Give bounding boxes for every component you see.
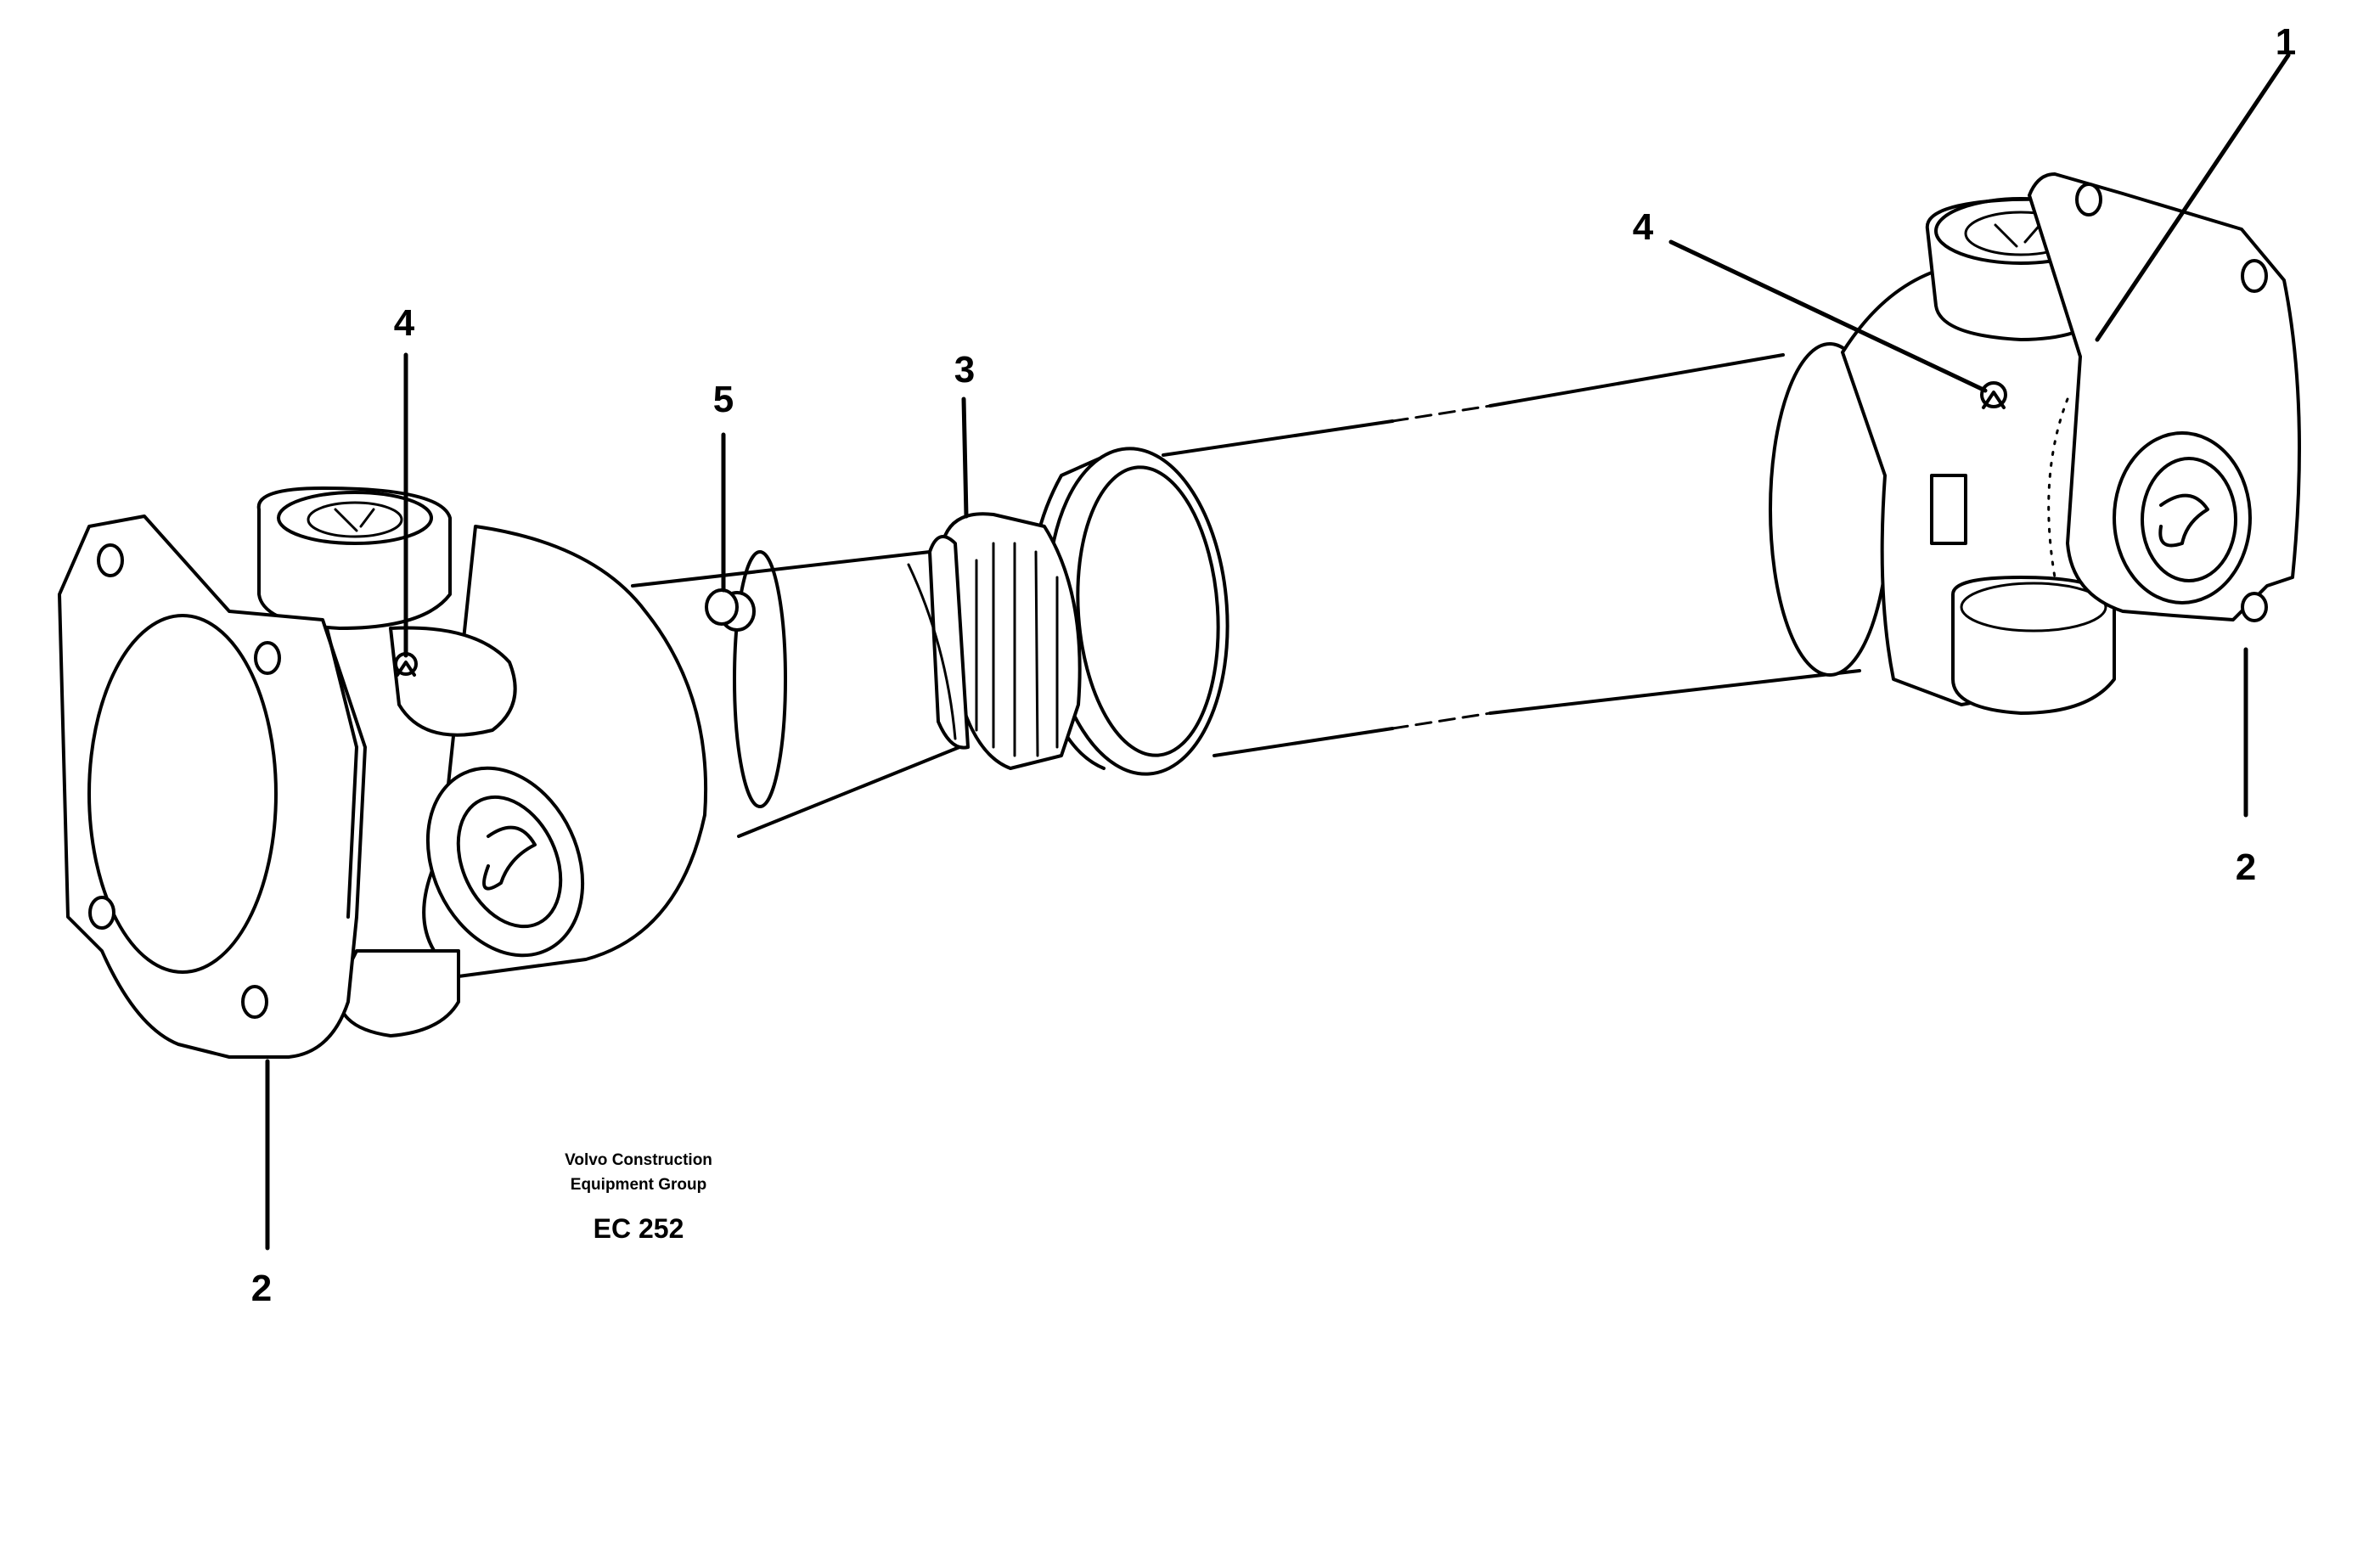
callout-4-left: 4 [394, 302, 415, 344]
company-line2: Equipment Group [571, 1176, 706, 1194]
leader-4-right [1668, 239, 1988, 393]
company-line1: Volvo Construction [565, 1151, 712, 1169]
main-tube [1162, 353, 1861, 757]
drawing-code: EC 252 [594, 1213, 684, 1244]
callout-3: 3 [954, 349, 975, 391]
leader-lines [265, 53, 2291, 1251]
left-universal-joint [58, 486, 708, 1059]
callout-2-right: 2 [2236, 846, 2256, 888]
leader-1 [2095, 53, 2291, 342]
slip-disc [1029, 447, 1229, 776]
leader-3 [961, 396, 969, 519]
splined-nut [928, 512, 1082, 770]
callout-4-right: 4 [1633, 206, 1654, 248]
right-universal-joint [1769, 172, 2301, 715]
short-tube [631, 550, 961, 838]
callout-5: 5 [713, 379, 734, 420]
callout-1: 1 [2276, 21, 2296, 63]
callout-2-left: 2 [251, 1268, 272, 1309]
grease-nipple-5 [705, 588, 756, 632]
